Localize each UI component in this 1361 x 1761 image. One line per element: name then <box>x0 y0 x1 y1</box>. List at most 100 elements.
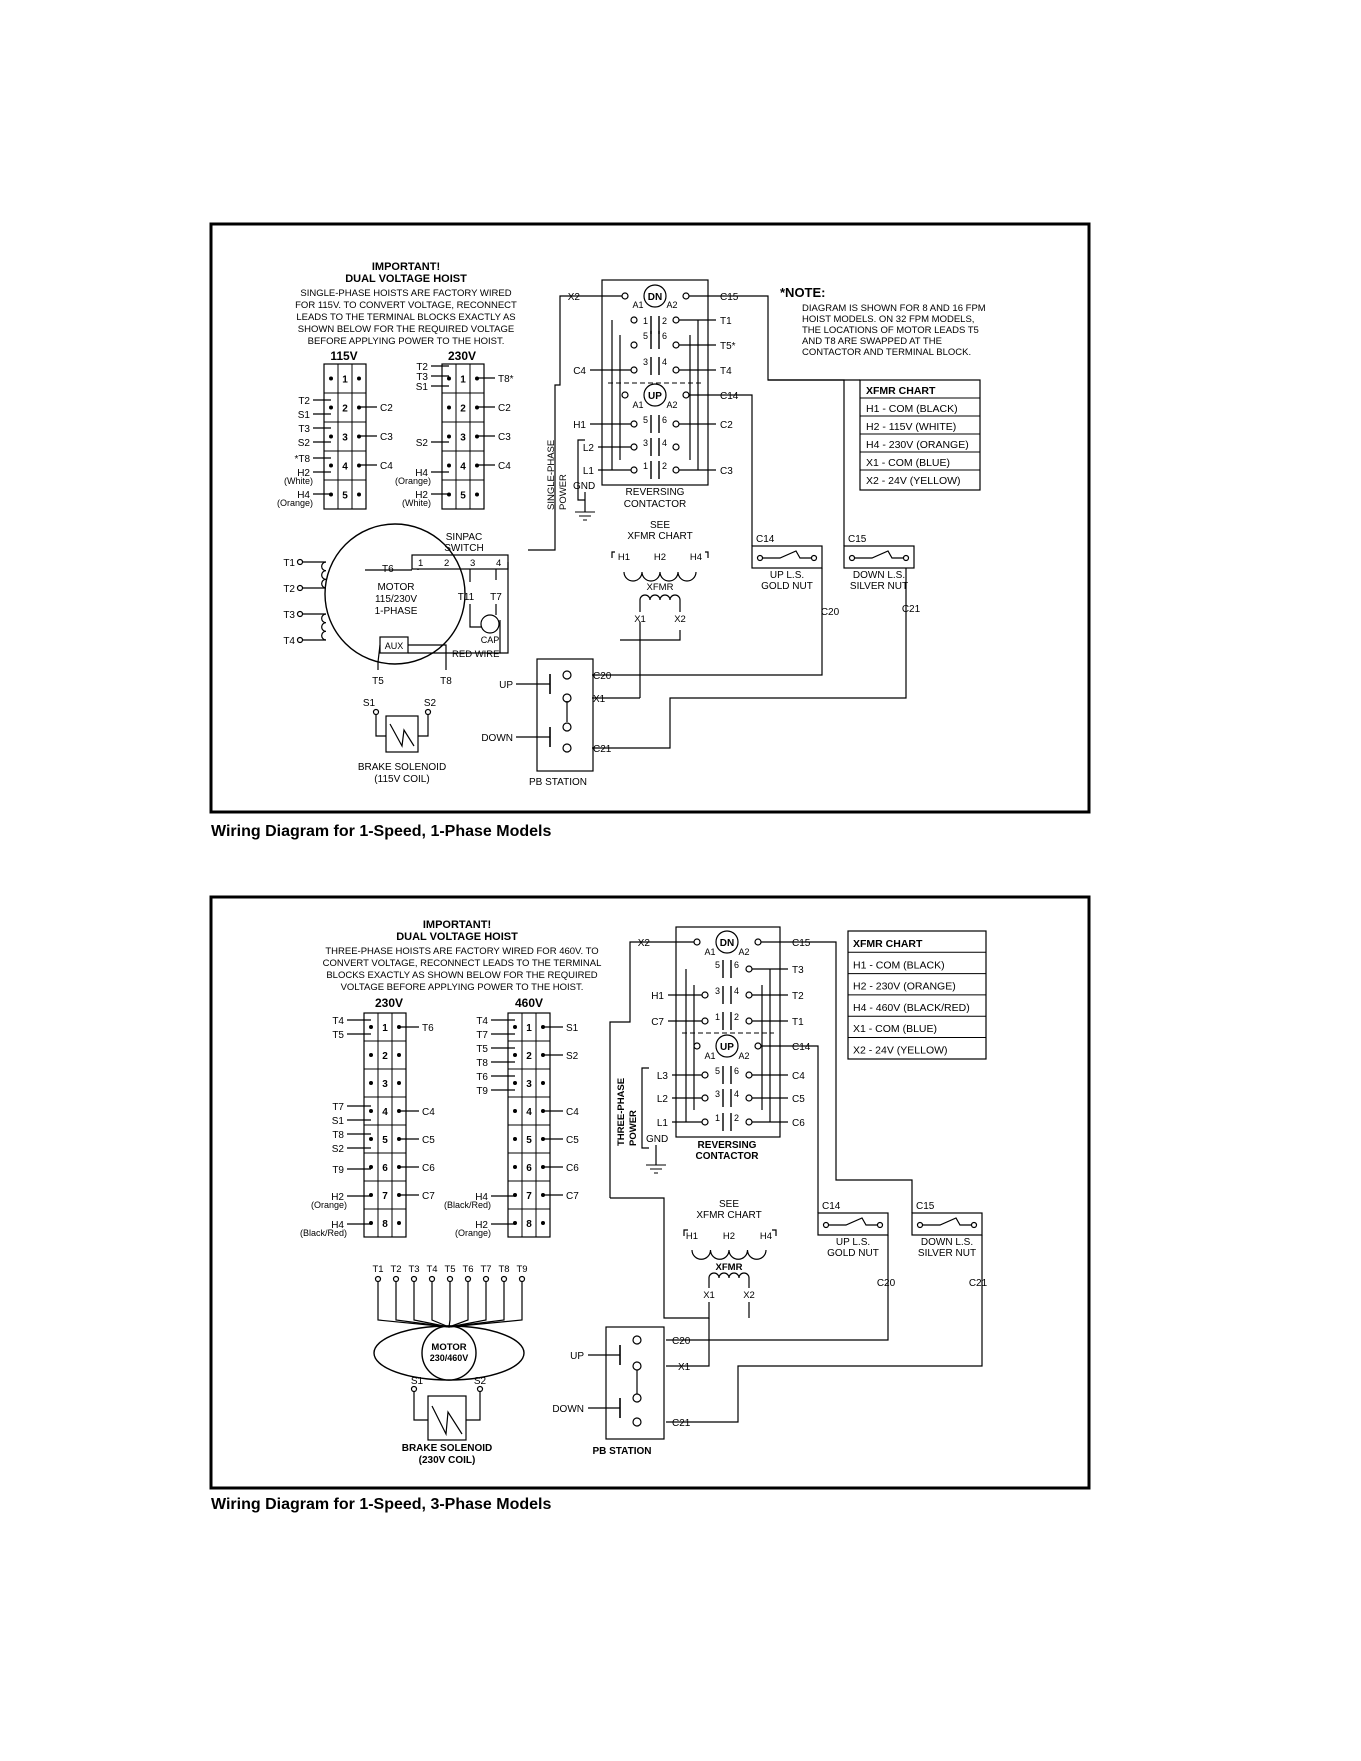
note-text: CONTACTOR AND TERMINAL BLOCK. <box>802 347 971 358</box>
diagram-border <box>209 895 1091 1490</box>
motor-lead-label: T9 <box>516 1264 527 1275</box>
lead-label: C2 <box>380 403 393 414</box>
lead-label: H4 <box>475 1192 488 1203</box>
limit-switch <box>817 1212 889 1236</box>
red-wire-label: RED WIRE <box>452 649 500 660</box>
lead-color: (Black/Red) <box>300 1228 347 1238</box>
dn-coil-label: DN <box>648 292 662 303</box>
motor-lead-label: T6 <box>462 1264 473 1275</box>
lead-label: T6 <box>476 1072 488 1083</box>
label: H2 <box>723 1231 735 1242</box>
label: T11 <box>458 592 475 603</box>
power-label: SINGLE-PHASE <box>546 440 557 510</box>
terminal-number: 6 <box>382 1163 388 1174</box>
motor-lead <box>448 1282 469 1328</box>
motor <box>324 523 466 665</box>
reversing-contactor <box>601 279 709 486</box>
label: C21 <box>593 744 612 755</box>
label: C3 <box>720 466 733 477</box>
label: A1 <box>704 947 715 957</box>
terminal-number: 5 <box>526 1135 532 1146</box>
lead-label: T3 <box>298 424 310 435</box>
label: C4 <box>573 366 586 377</box>
lead-label: H4 <box>297 490 310 501</box>
c15-wire <box>768 379 845 546</box>
c20-wire <box>666 1235 889 1341</box>
important-text: BEFORE APPLYING POWER TO THE HOIST. <box>308 336 505 347</box>
terminal <box>682 292 690 300</box>
x2-wire <box>609 941 654 1198</box>
label: H4 <box>760 1231 772 1242</box>
important-title: IMPORTANT! <box>423 919 491 931</box>
motor-lead-label: T7 <box>480 1264 491 1275</box>
important-text: SHOWN BELOW FOR THE REQUIRED VOLTAGE <box>298 324 514 335</box>
lead-label: T5 <box>476 1044 488 1055</box>
terminal-dot <box>369 1025 373 1029</box>
lead-label: S1 <box>298 410 311 421</box>
motor-lead-label: T3 <box>408 1264 419 1275</box>
motor-lead-terminal <box>482 1275 490 1283</box>
lead-label: C6 <box>566 1163 579 1174</box>
terminal-dot <box>475 492 479 497</box>
terminal-number: 3 <box>382 1079 388 1090</box>
motor-lead-terminal <box>410 1275 418 1283</box>
terminal <box>810 554 818 562</box>
terminal-number: 4 <box>526 1107 532 1118</box>
contact-number: 5 <box>715 960 720 970</box>
brake-solenoid <box>385 715 419 753</box>
wire <box>500 562 509 654</box>
motor-lead-label: T3 <box>283 610 295 621</box>
terminal-number: 3 <box>342 433 348 444</box>
terminal-number: 7 <box>526 1191 532 1202</box>
up-coil-label: UP <box>720 1042 734 1053</box>
label: H1 <box>686 1231 698 1242</box>
label: H4 <box>690 552 702 563</box>
xfmr-chart-row: H2 - 230V (ORANGE) <box>853 981 956 993</box>
label: H2 <box>654 552 666 563</box>
terminal <box>632 1393 642 1403</box>
terminal <box>701 991 709 999</box>
terminal-dot <box>329 405 333 410</box>
brake-label: BRAKE SOLENOID <box>358 762 446 773</box>
lead-label: C7 <box>422 1191 435 1202</box>
pb-down-label: DOWN <box>552 1404 584 1415</box>
label: T1 <box>792 1017 804 1028</box>
note-text: HOIST MODELS. ON 32 FPM MODELS, <box>802 314 974 325</box>
terminal <box>701 1094 709 1102</box>
terminal <box>682 391 690 399</box>
lead-label: T8 <box>332 1130 344 1141</box>
lead-label: C3 <box>498 432 511 443</box>
label: X1 <box>703 1290 715 1301</box>
brake-label: BRAKE SOLENOID <box>402 1443 493 1454</box>
diagram-3-phase: IMPORTANT!DUAL VOLTAGE HOISTTHREE-PHASE … <box>209 895 1091 1490</box>
label: A2 <box>666 300 677 310</box>
motor-lead-terminal <box>296 558 304 566</box>
terminal <box>562 693 572 703</box>
xfmr-chart-row: XFMR CHART <box>853 938 923 950</box>
motor-lead-label: T4 <box>426 1264 437 1275</box>
terminal <box>562 743 572 753</box>
wire <box>408 644 447 670</box>
label: A2 <box>738 947 749 957</box>
terminal-dot <box>397 1053 401 1057</box>
contact-number: 2 <box>734 1012 739 1022</box>
terminal-number: 2 <box>526 1051 532 1062</box>
terminal-number: 1 <box>382 1023 388 1034</box>
label: XFMR <box>716 1262 743 1273</box>
terminal-number: 1 <box>526 1023 532 1034</box>
c14-wire <box>716 394 753 546</box>
contact-number: 5 <box>715 1066 720 1076</box>
motor-lead <box>431 1282 450 1328</box>
note-text: AND T8 ARE SWAPPED AT THE <box>802 336 942 347</box>
terminal-number: 2 <box>342 404 348 415</box>
aux-label: AUX <box>385 641 404 651</box>
important-text: LEADS TO THE TERMINAL BLOCKS EXACTLY AS <box>296 312 515 323</box>
brake-label: (230V COIL) <box>419 1455 476 1466</box>
terminal-dot <box>369 1081 373 1085</box>
label: X2 <box>743 1290 755 1301</box>
motor-lead-terminal <box>392 1275 400 1283</box>
label: S1 <box>363 698 376 709</box>
motor-lead <box>448 1282 487 1328</box>
terminal <box>672 466 680 474</box>
motor-lead <box>448 1282 505 1328</box>
